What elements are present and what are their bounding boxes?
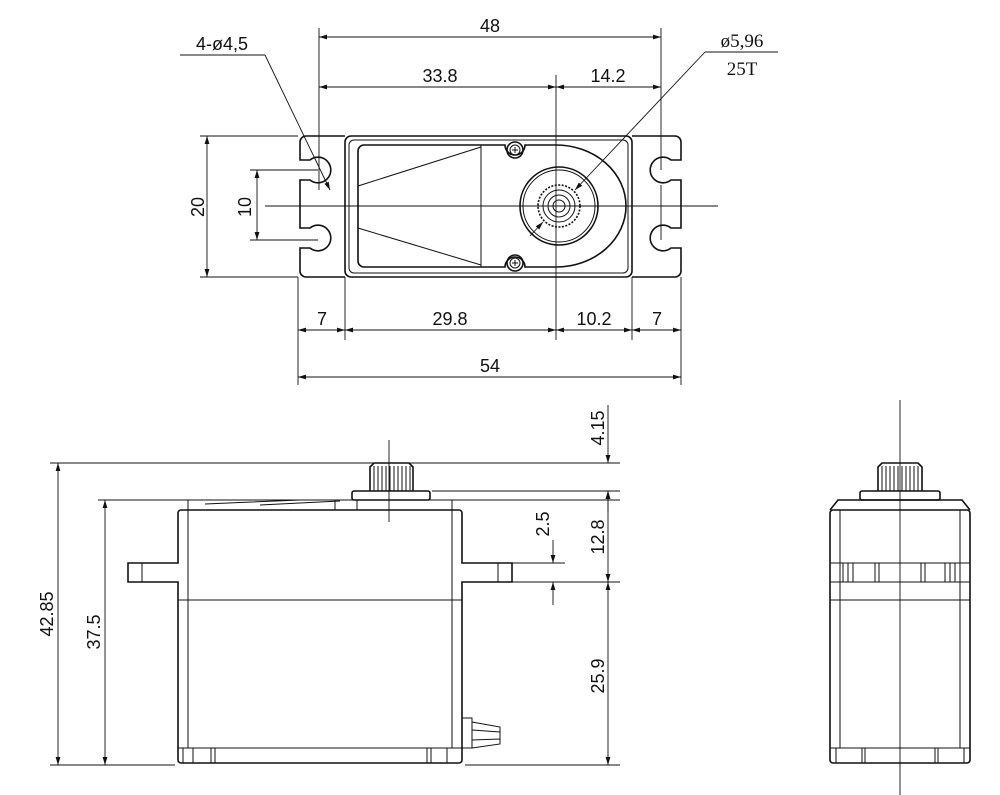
screw-icon (506, 254, 524, 272)
left-mounting-flange (299, 135, 345, 278)
side-flange-ribs (842, 563, 956, 582)
top-view: 48 33.8 14.2 4-ø4,5 ø5,96 25T 20 10 7 29… (180, 16, 778, 385)
dim-label-20: 20 (188, 197, 208, 217)
dim-label-7-right: 7 (652, 309, 662, 329)
dim-label-10-2: 10.2 (576, 309, 611, 329)
label-panel-line (357, 227, 482, 266)
output-plate (351, 490, 431, 501)
spline-icon (369, 462, 414, 491)
spline-teeth-label: 25T (727, 59, 758, 80)
shaft-diameter-label: ø5,96 (721, 31, 764, 52)
front-view: 42.85 37.5 4.15 12.8 25.9 2.5 (37, 405, 620, 766)
dim-label-42-85: 42.85 (37, 591, 57, 636)
dim-label-48: 48 (480, 16, 500, 36)
case-outline (344, 135, 633, 278)
dim-label-54: 54 (480, 356, 500, 376)
dim-label-29-8: 29.8 (432, 309, 467, 329)
shaft-leader-line (574, 51, 706, 191)
front-top-taper (204, 499, 341, 506)
side-feet (835, 748, 965, 763)
case-inner-edge (348, 139, 629, 274)
dim-label-37-5: 37.5 (84, 614, 104, 649)
front-case-details (141, 499, 499, 749)
label-panel-line (357, 146, 482, 187)
dim-label-10: 10 (235, 197, 255, 217)
dim-label-25-9: 25.9 (588, 658, 608, 693)
screw-icon (506, 141, 524, 159)
hole-callout-label: 4-ø4,5 (196, 34, 248, 54)
front-feet (182, 748, 448, 763)
front-case-outline (127, 509, 513, 764)
dim-label-14-2: 14.2 (590, 66, 625, 86)
front-extension-lines (50, 462, 620, 766)
hole-leader-line (264, 54, 331, 191)
dim-label-7-left: 7 (317, 309, 327, 329)
shaft-leader-tail (529, 221, 544, 237)
dim-label-4-15: 4.15 (588, 410, 608, 445)
connector-icon (461, 717, 501, 749)
right-mounting-flange (632, 135, 682, 278)
side-view (829, 400, 971, 795)
dim-label-33-8: 33.8 (422, 66, 457, 86)
dim-label-2-5: 2.5 (533, 511, 553, 536)
case-top-recess (357, 144, 627, 268)
dim-label-12-8: 12.8 (588, 519, 608, 554)
